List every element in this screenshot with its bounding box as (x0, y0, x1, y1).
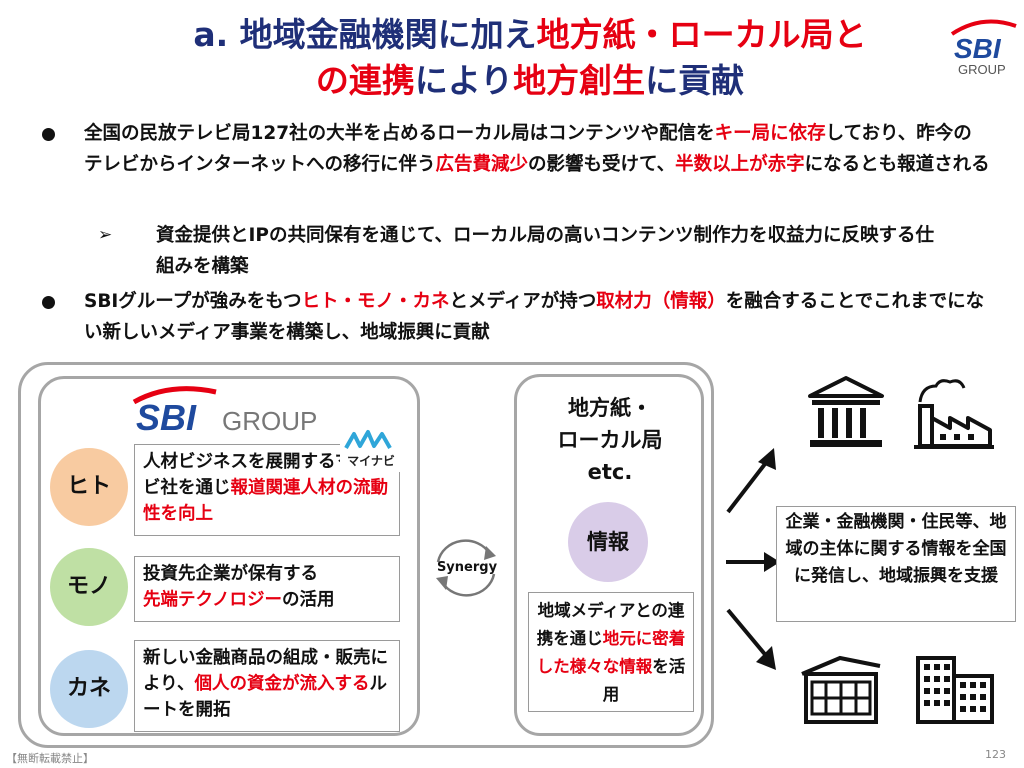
arrow-down-right-icon (756, 646, 776, 670)
bullet-text: SBIグループが強みをもつヒト・モノ・カネとメディアが持つ取材力（情報）を融合す… (84, 291, 985, 343)
sbi-group-logo: SBI GROUP (946, 12, 1020, 77)
mono-description: 投資先企業が保有する先端テクノロジーの活用 (134, 556, 400, 622)
outcome-arrows (718, 440, 788, 680)
hito-circle: ヒト (50, 448, 128, 526)
logo-group-text: GROUP (958, 62, 1006, 76)
synergy-cycle-icon (428, 532, 504, 602)
bullet-dot-icon (42, 296, 55, 309)
sub-bullet-item: ➢ 資金提供とIPの共同保有を通じて、ローカル局の高いコンテンツ制作力を収益力に… (98, 220, 938, 282)
title-highlight: 地方創生 (513, 61, 646, 100)
sub-bullet-text: 資金提供とIPの共同保有を通じて、ローカル局の高いコンテンツ制作力を収益力に反映… (156, 225, 935, 277)
logo-brand-text: SBI (954, 33, 1002, 64)
sbi-group-panel-logo: SBI GROUP (130, 380, 340, 438)
kane-circle: カネ (50, 650, 128, 728)
info-circle: 情報 (568, 502, 648, 582)
mono-circle: モノ (50, 548, 128, 626)
arrow-up-right-icon (758, 448, 776, 470)
store-icon (796, 652, 886, 730)
svg-text:GROUP: GROUP (222, 406, 317, 436)
kane-description: 新しい金融商品の組成・販売により、個人の資金が流入するルートを開拓 (134, 640, 400, 732)
local-media-description: 地域メディアとの連携を通じ地元に密着した様々な情報を活用 (528, 592, 694, 712)
bullet-item: SBIグループが強みをもつヒト・モノ・カネとメディアが持つ取材力（情報）を融合す… (40, 286, 990, 348)
mynavi-logo-text: マイナビ (347, 454, 395, 468)
synergy-label: Synergy (436, 560, 498, 575)
title-text: a. 地域金融機関に加え (193, 15, 537, 54)
page-title: a. 地域金融機関に加え地方紙・ローカル局と の連携により地方創生に貢献 (120, 12, 940, 104)
bullet-item: 全国の民放テレビ局127社の大半を占めるローカル局はコンテンツや配信をキー局に依… (40, 118, 990, 180)
title-text: に貢献 (645, 61, 745, 100)
arrow-right-icon (764, 552, 780, 572)
page-number: 123 (985, 748, 1006, 761)
arrow-bullet-icon: ➢ (98, 225, 113, 245)
diagram-outer-frame (18, 362, 714, 748)
title-text: により (414, 61, 514, 100)
title-highlight: 地方紙・ローカル局と (536, 15, 867, 54)
svg-text:SBI: SBI (136, 397, 197, 436)
mynavi-logo: マイナビ (340, 428, 402, 472)
bullet-dot-icon (42, 128, 55, 141)
local-media-title: 地方紙・ ローカル局 etc. (557, 396, 663, 484)
factory-icon (910, 372, 996, 454)
bullet-text: 全国の民放テレビ局127社の大半を占めるローカル局はコンテンツや配信をキー局に依… (84, 123, 990, 175)
title-highlight: の連携 (315, 61, 415, 100)
office-buildings-icon (912, 654, 998, 730)
bank-icon (806, 374, 886, 454)
outcome-description: 企業・金融機関・住民等、地域の主体に関する情報を全国に発信し、地域振興を支援 (776, 506, 1016, 622)
copyright-notice: 【無断転載禁止】 (6, 752, 94, 765)
